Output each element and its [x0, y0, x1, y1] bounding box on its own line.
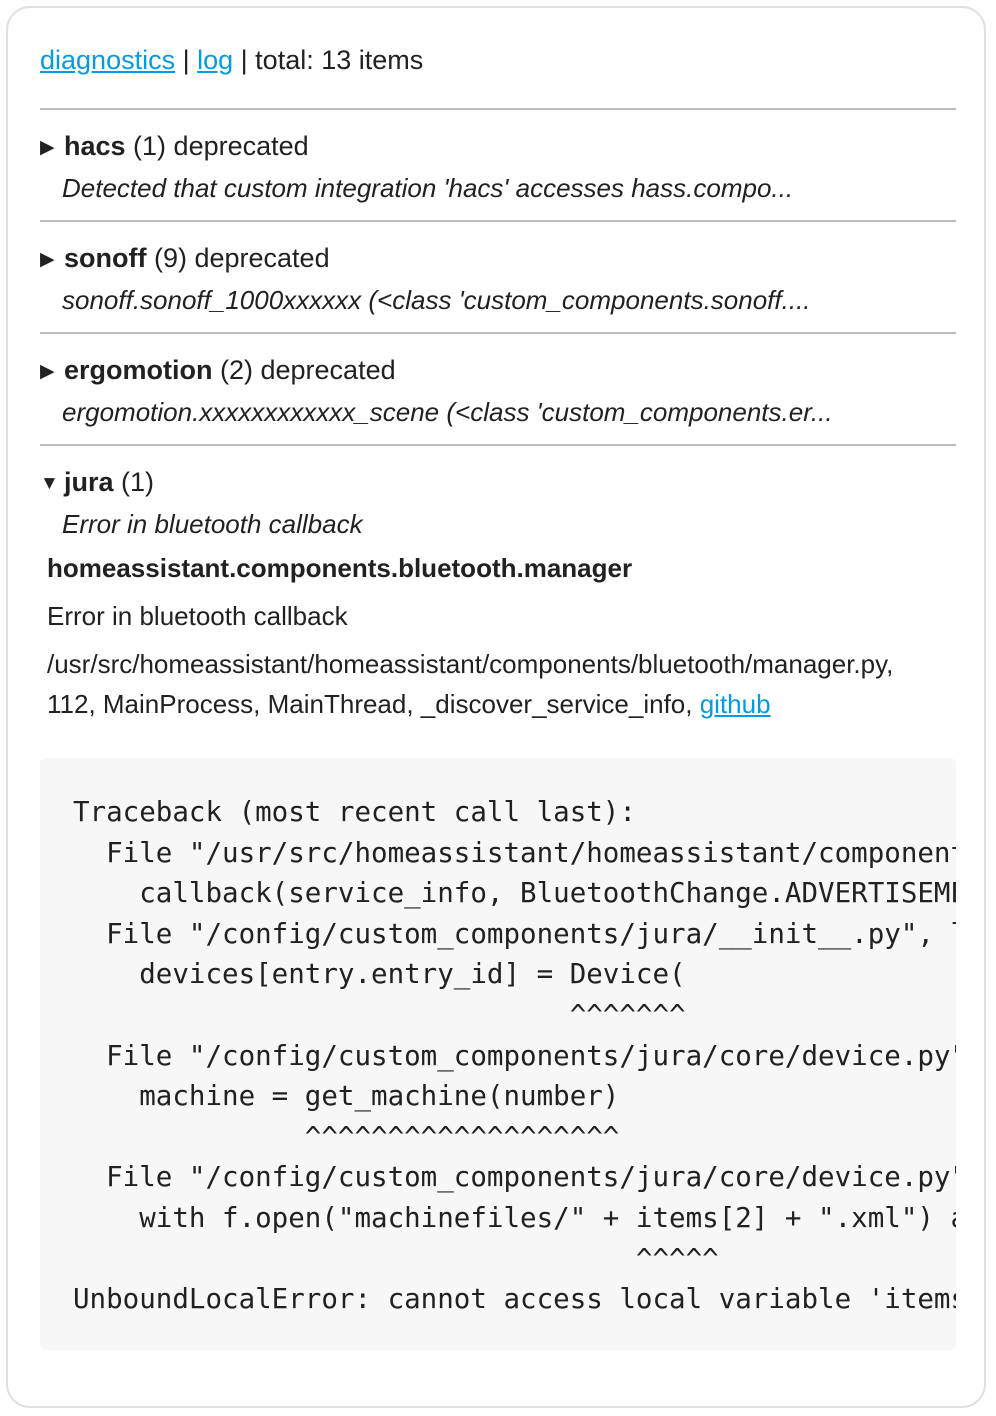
traceback-text: Traceback (most recent call last): File … [73, 796, 956, 1316]
github-link[interactable]: github [699, 689, 771, 719]
system-log-card: diagnostics | log | total: 13 items ▶ hac… [6, 6, 986, 1408]
entry-name: jura [64, 467, 114, 497]
entry-message: Detected that custom integration 'hacs' … [62, 173, 794, 203]
log-link[interactable]: log [197, 45, 234, 75]
entry-header[interactable]: ▶ sonoff (9) deprecated [40, 242, 956, 276]
log-entry-sonoff[interactable]: ▶ sonoff (9) deprecated sonoff.sonoff_100… [40, 242, 956, 316]
divider [40, 220, 956, 222]
entry-message: ergomotion.xxxxxxxxxxxx_scene (<class 'c… [62, 397, 833, 427]
source-path: /usr/src/homeassistant/homeassistant/com… [47, 649, 894, 679]
expand-arrow-icon[interactable]: ▶ [40, 361, 55, 382]
entry-header[interactable]: ▶ hacs (1) deprecated [40, 130, 956, 164]
log-entry-ergomotion[interactable]: ▶ ergomotion (2) deprecated ergomotion.xx… [40, 354, 956, 428]
separator: | [175, 45, 198, 75]
entry-count-status: (1) [113, 467, 155, 497]
log-entry-hacs[interactable]: ▶ hacs (1) deprecated Detected that custo… [40, 130, 956, 204]
entry-header[interactable]: ▶ ergomotion (2) deprecated [40, 354, 956, 388]
expand-arrow-icon[interactable]: ▶ [40, 137, 55, 158]
divider [40, 108, 956, 110]
traceback-box[interactable]: Traceback (most recent call last): File … [40, 758, 956, 1350]
entry-name: hacs [64, 131, 126, 161]
entry-message: Error in bluetooth callback [62, 509, 363, 539]
entry-count-status: (2) deprecated [212, 355, 396, 385]
detail-message: Error in bluetooth callback [47, 601, 348, 631]
total-count: | total: 13 items [233, 45, 424, 75]
entry-count-status: (9) deprecated [146, 243, 330, 273]
entry-name: ergomotion [64, 355, 213, 385]
divider [40, 444, 956, 446]
entry-header[interactable]: ▼jura (1) [40, 466, 956, 500]
entry-count-status: (1) deprecated [125, 131, 309, 161]
source-info: 112, MainProcess, MainThread, _discover_… [47, 688, 984, 720]
expand-arrow-icon[interactable]: ▶ [40, 249, 55, 270]
header-line: diagnostics | log | total: 13 items [40, 44, 423, 76]
diagnostics-link[interactable]: diagnostics [40, 45, 176, 75]
source-info-text: 112, MainProcess, MainThread, _discover_… [47, 689, 700, 719]
log-entry-jura[interactable]: ▼jura (1) Error in bluetooth callback [40, 466, 956, 540]
collapse-arrow-icon[interactable]: ▼ [40, 473, 59, 494]
entry-name: sonoff [64, 243, 147, 273]
entry-message: sonoff.sonoff_1000xxxxxx (<class 'custom… [62, 285, 811, 315]
logger-name: homeassistant.components.bluetooth.manag… [47, 553, 633, 583]
divider [40, 332, 956, 334]
